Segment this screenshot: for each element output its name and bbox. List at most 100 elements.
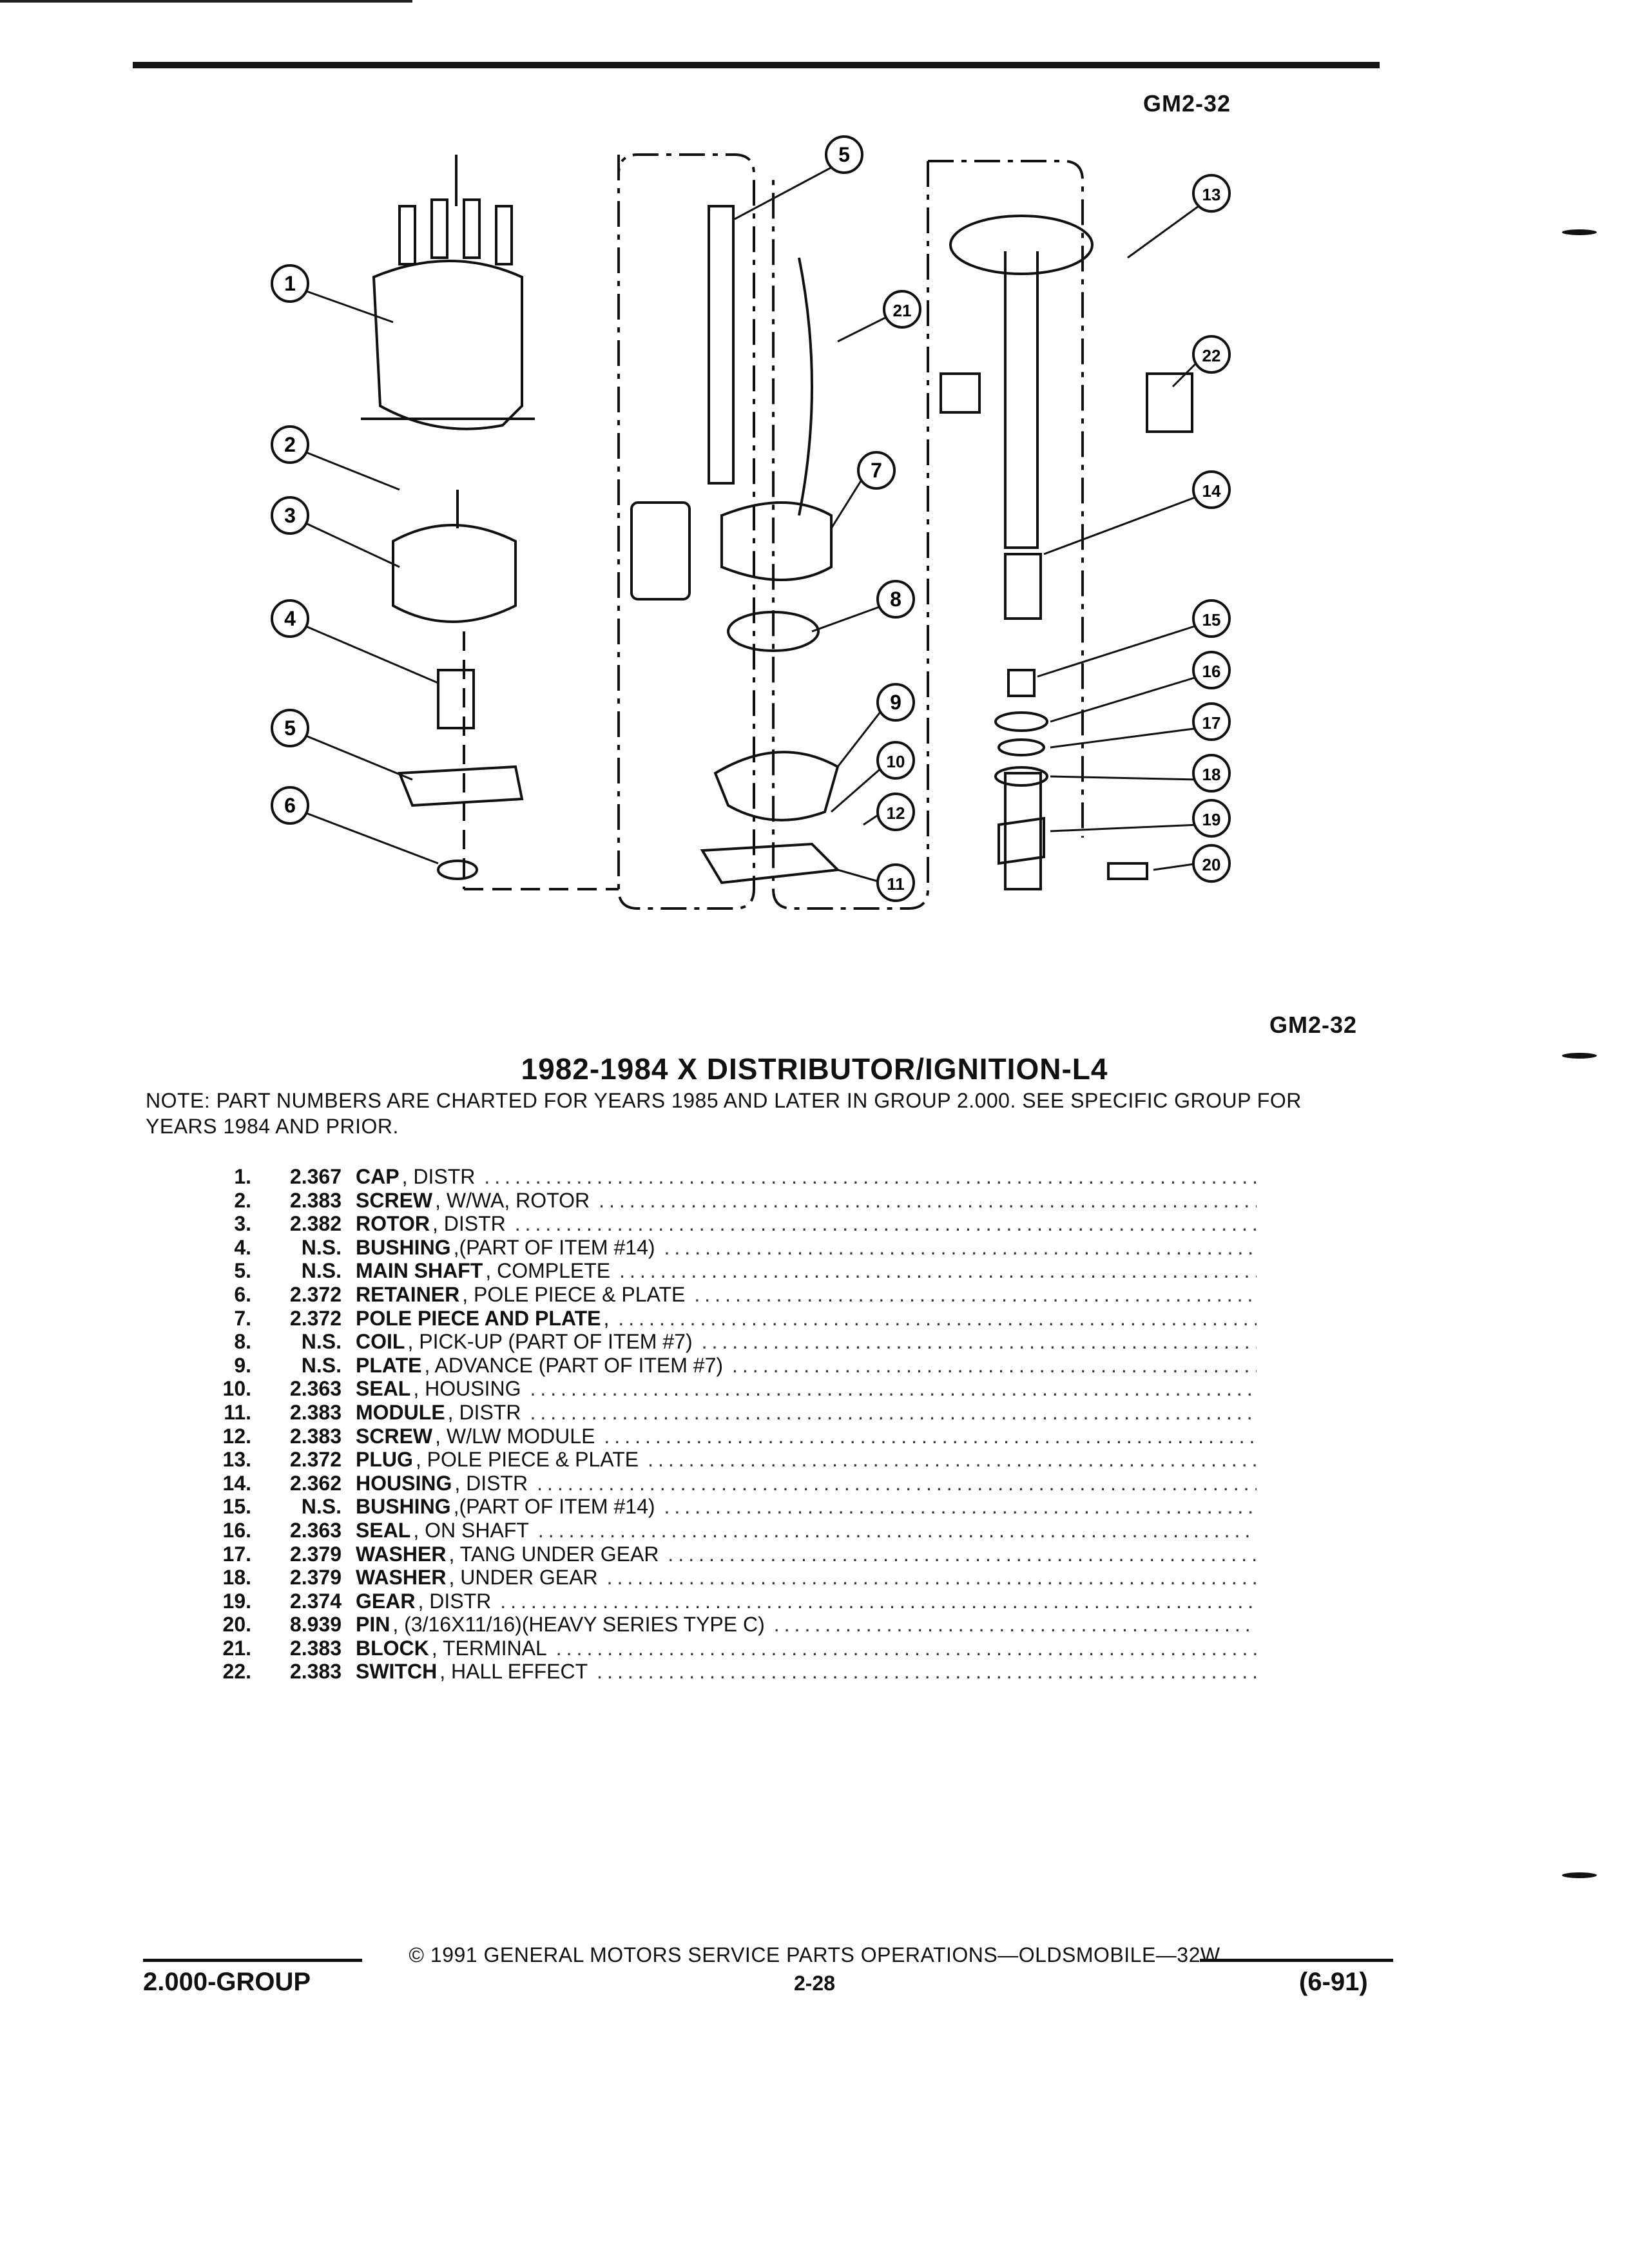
part-description: , POLE PIECE & PLATE <box>415 1448 639 1472</box>
dot-leader <box>597 1660 1257 1684</box>
svg-text:8: 8 <box>890 588 901 611</box>
svg-text:2: 2 <box>284 433 296 456</box>
callout-19: 19 <box>1192 799 1231 838</box>
dot-leader <box>618 1307 1257 1331</box>
part-name: MODULE <box>356 1400 445 1424</box>
main-shaft-illustration <box>708 205 735 485</box>
svg-text:5: 5 <box>838 143 850 166</box>
gear-illustration <box>998 816 1045 865</box>
part-group-number: N.S. <box>301 1235 342 1259</box>
part-name: PLUG <box>356 1448 413 1472</box>
part-number-index: 12. <box>222 1424 251 1448</box>
part-name: WASHER <box>356 1542 447 1566</box>
dot-leader <box>774 1613 1257 1637</box>
part-group-number: 2.363 <box>289 1377 342 1401</box>
callout-9: 9 <box>876 683 915 722</box>
footer-rule-left <box>143 1959 362 1962</box>
section-title: 1982-1984 X DISTRIBUTOR/IGNITION-L4 <box>521 1052 1108 1086</box>
part-description: , W/WA, ROTOR <box>435 1188 590 1212</box>
part-group-number: 2.383 <box>289 1188 342 1212</box>
svg-text:20: 20 <box>1202 855 1221 874</box>
svg-text:7: 7 <box>871 459 882 482</box>
part-number-index: 20. <box>222 1613 251 1637</box>
part-description: , HOUSING <box>413 1377 521 1401</box>
callout-22: 22 <box>1192 335 1231 374</box>
footer-page-number: 2-28 <box>793 1972 836 1995</box>
part-description: , TERMINAL <box>431 1636 547 1660</box>
part-name: MAIN SHAFT <box>356 1259 483 1283</box>
rotor-illustration <box>392 524 517 623</box>
part-description: , <box>603 1306 610 1330</box>
dot-leader <box>556 1637 1257 1660</box>
svg-text:1: 1 <box>284 272 296 295</box>
hall-effect-switch-illustration <box>1146 372 1193 433</box>
part-number-index: 1. <box>234 1165 251 1188</box>
svg-text:4: 4 <box>284 607 296 630</box>
svg-text:13: 13 <box>1202 185 1221 204</box>
part-group-number: 2.379 <box>289 1542 342 1566</box>
callout-14: 14 <box>1192 470 1231 509</box>
callout-8: 8 <box>876 580 915 619</box>
svg-text:12: 12 <box>887 803 905 823</box>
callout-20: 20 <box>1192 844 1231 883</box>
part-name: PLATE <box>356 1353 422 1377</box>
part-group-number: N.S. <box>301 1495 342 1519</box>
section-note: NOTE: PART NUMBERS ARE CHARTED FOR YEARS… <box>146 1089 1302 1138</box>
bushing-15-illustration <box>1007 669 1036 697</box>
part-group-number: 2.383 <box>289 1660 342 1684</box>
part-number-index: 19. <box>222 1589 251 1613</box>
dot-leader <box>530 1377 1257 1401</box>
dot-leader <box>619 1259 1257 1283</box>
callout-12: 12 <box>876 793 915 831</box>
svg-text:17: 17 <box>1202 713 1221 733</box>
header-rule <box>133 62 1380 68</box>
pole-piece-illustration <box>720 501 833 581</box>
part-name: WASHER <box>356 1566 447 1590</box>
part-name: GEAR <box>356 1589 416 1613</box>
part-number-index: 3. <box>234 1212 251 1236</box>
callout-6: 6 <box>271 786 309 825</box>
part-description: , ADVANCE (PART OF ITEM #7) <box>424 1353 724 1377</box>
svg-text:22: 22 <box>1202 346 1221 365</box>
footer-group: 2.000-GROUP <box>143 1968 311 1996</box>
dot-leader <box>484 1165 1257 1189</box>
pin-illustration <box>1107 862 1148 880</box>
part-group-number: 2.363 <box>289 1518 342 1542</box>
callout-5: 5 <box>825 135 863 174</box>
dot-leader <box>668 1542 1257 1566</box>
part-name: SWITCH <box>356 1660 438 1684</box>
part-group-number: 2.367 <box>289 1165 342 1188</box>
dot-leader <box>732 1354 1257 1378</box>
svg-text:19: 19 <box>1202 810 1221 829</box>
svg-text:3: 3 <box>284 504 296 527</box>
parts-row: 8.N.S.COIL, PICK-UP (PART OF ITEM #7) <box>200 1330 1257 1354</box>
part-name: BUSHING <box>356 1495 451 1519</box>
part-group-number: 2.372 <box>289 1282 342 1306</box>
part-name: ROTOR <box>356 1212 430 1236</box>
parts-row: 5.N.S.MAIN SHAFT, COMPLETE <box>200 1259 1257 1283</box>
part-description: , PICK-UP (PART OF ITEM #7) <box>407 1330 693 1354</box>
part-group-number: N.S. <box>301 1259 342 1283</box>
top-edge-line <box>0 0 412 3</box>
part-name: BUSHING <box>356 1235 451 1259</box>
dot-leader <box>694 1283 1257 1307</box>
callout-leaders <box>302 166 1200 884</box>
part-number-index: 14. <box>222 1471 251 1495</box>
part-name: HOUSING <box>356 1471 452 1495</box>
retainer-illustration <box>437 860 478 880</box>
part-description: , DISTR <box>432 1212 506 1236</box>
dot-leader <box>538 1519 1257 1542</box>
dot-leader <box>702 1330 1257 1354</box>
part-group-number: 2.383 <box>289 1400 342 1424</box>
part-group-number: 2.383 <box>289 1424 342 1448</box>
dot-leader <box>500 1590 1257 1613</box>
part-group-number: 2.379 <box>289 1566 342 1590</box>
part-number-index: 7. <box>234 1306 251 1330</box>
